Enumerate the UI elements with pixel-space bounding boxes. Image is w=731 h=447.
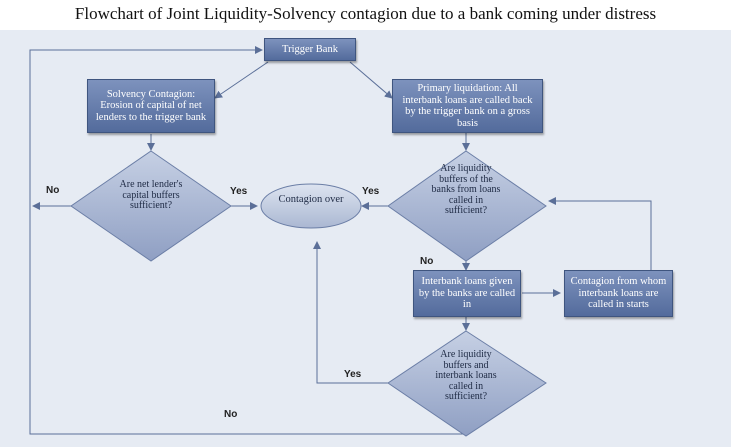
decision-liquidity-interbank-text: Are liquidity buffers and interbank loan… [435, 349, 497, 402]
edge-qbottom-yes [313, 241, 388, 384]
decision-liquidity-text: Are liquidity buffers of the banks from … [431, 163, 501, 216]
edge-trigger-primary [349, 61, 393, 99]
decision-capital-text: Are net lender's capital buffers suffici… [119, 179, 183, 211]
node-solvency-contagion: Solvency Contagion: Erosion of capital o… [87, 79, 215, 133]
edge-trigger-solvency [214, 61, 269, 99]
node-primary-label: Primary liquidation: All interbank loans… [402, 83, 533, 129]
decision-liquidity-shape [387, 150, 547, 262]
label-no-left: No [46, 185, 60, 196]
node-trigger-bank: Trigger Bank [264, 38, 356, 61]
edge-contagion-loop [548, 197, 652, 270]
decision-liquidity-interbank-shape [387, 330, 547, 437]
page-title: Flowchart of Joint Liquidity-Solvency co… [74, 4, 657, 23]
node-trigger-bank-label: Trigger Bank [282, 43, 338, 55]
node-interbank-called: Interbank loans given by the banks are c… [413, 270, 521, 317]
terminal-contagion-over: Contagion over [278, 194, 344, 205]
node-solvency-label: Solvency Contagion: Erosion of capital o… [95, 88, 207, 123]
node-interbank-label: Interbank loans given by the banks are c… [418, 276, 516, 311]
label-no-liquidity: No [420, 256, 434, 267]
decision-capital-shape [70, 150, 232, 262]
label-no-bottom: No [224, 409, 238, 420]
label-yes-bottom: Yes [344, 369, 362, 380]
node-contagion-from-label: Contagion from whom interbank loans are … [570, 276, 667, 311]
label-yes-capital: Yes [230, 186, 248, 197]
node-contagion-from: Contagion from whom interbank loans are … [564, 270, 673, 317]
terminal-oval-shape [260, 183, 362, 229]
node-primary-liquidation: Primary liquidation: All interbank loans… [392, 79, 543, 133]
edge-outer-loop [29, 46, 466, 435]
label-yes-liquidity: Yes [362, 186, 380, 197]
